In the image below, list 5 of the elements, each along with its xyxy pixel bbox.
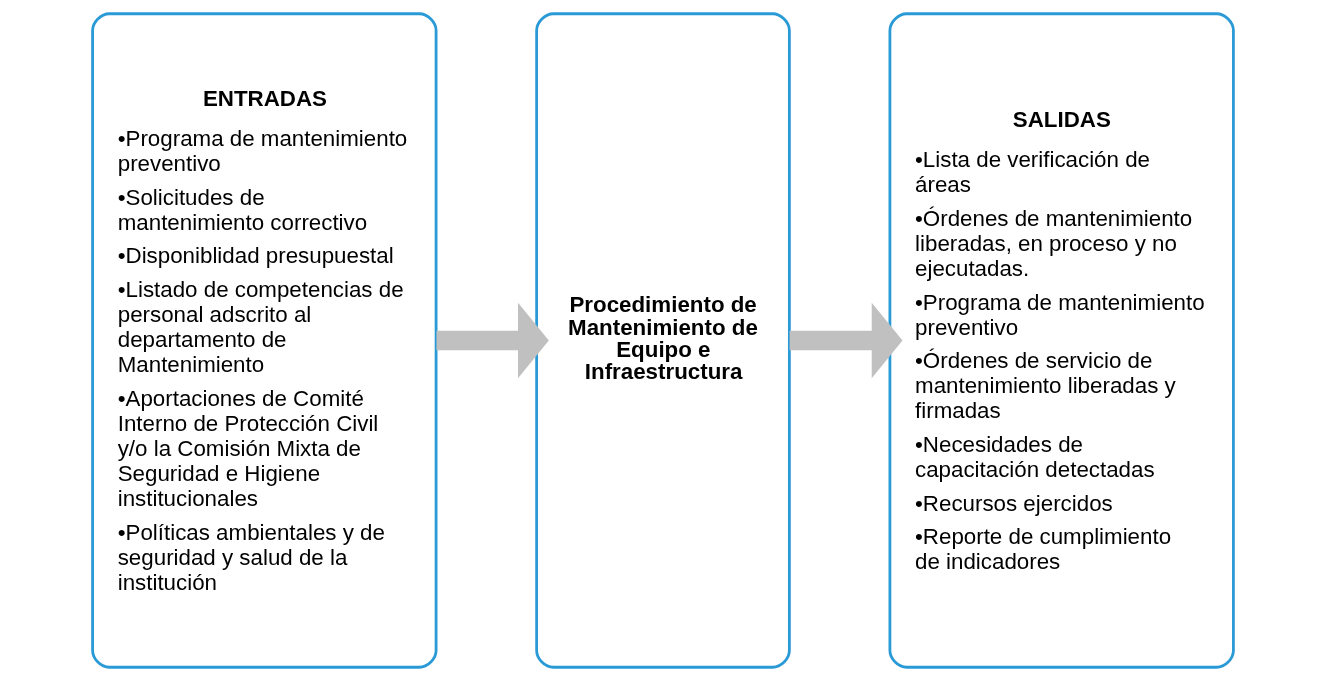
node-box: Procedimiento de Mantenimiento de Equipo e Infraestructura (534, 12, 791, 669)
arrow (789, 302, 902, 379)
node-box: SALIDAS •Lista de verificación de áreas •Órdenes de mantenimiento liberadas, en proceso y no ejecutadas. •Programa de mantenimiento preventivo •Órdenes de servicio de mantenimiento liberadas y firmadas •Necesidades de capacitación detectadas •Recursos ejercidos •Reporte de cumplimiento de indicadores (888, 12, 1235, 669)
arrow (436, 302, 549, 379)
node-box: ENTRADAS •Programa de mantenimiento preventivo •Solicitudes de mantenimiento correctivo •Disponiblidad presupuestal •Listado de competencias de personal adscrito al departamento de Mantenimiento •Aportaciones de Comité Interno de Protección Civil y/o la Comisión Mixta de Seguridad e Higiene institucionales •Políticas ambientales y de seguridad y salud de la institución (90, 12, 437, 669)
